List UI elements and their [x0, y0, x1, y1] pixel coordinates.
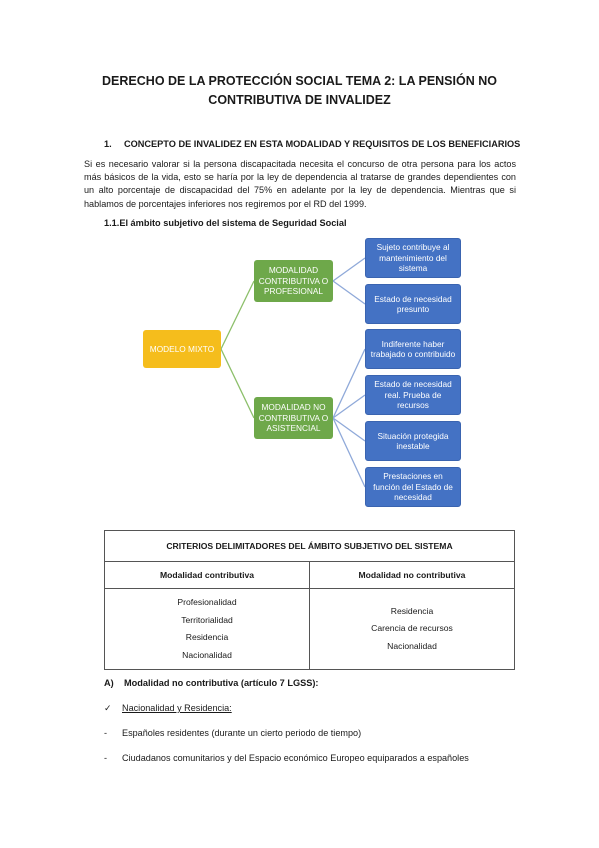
diagram-connectors: [220, 257, 366, 488]
title-line-2: CONTRIBUTIVA DE INVALIDEZ: [208, 93, 391, 107]
body-paragraph: Si es necesario valorar si la persona di…: [84, 159, 516, 209]
table-header-contributiva: Modalidad contributiva: [104, 561, 310, 589]
list-item: Territorialidad: [181, 614, 233, 625]
subsection-heading: 1.1.El ámbito subjetivo del sistema de S…: [104, 218, 347, 228]
list-item: Residencia: [390, 605, 434, 616]
node-noncontrib-child-2: Estado de necesidad real. Prueba de recu…: [365, 375, 461, 415]
section-number: 1.: [104, 139, 112, 149]
node-modalidad-contributiva: MODALIDAD CONTRIBUTIVA O PROFESIONAL: [254, 260, 333, 302]
node-modalidad-no-contributiva: MODALIDAD NO CONTRIBUTIVA O ASISTENCIAL: [254, 397, 333, 439]
connector-contrib-2: [332, 280, 366, 305]
list-item: Nacionalidad: [182, 649, 232, 660]
document-title: DERECHO DE LA PROTECCIÓN SOCIAL TEMA 2: …: [60, 72, 539, 110]
connector-noncontrib-2: [332, 394, 366, 419]
check-item-text: Nacionalidad y Residencia:: [122, 703, 232, 713]
connector-root-noncontrib: [220, 348, 255, 419]
connector-noncontrib-3: [332, 417, 366, 442]
criteria-table: CRITERIOS DELIMITADORES DEL ÁMBITO SUBJE…: [104, 530, 515, 670]
dash-icon: -: [104, 753, 108, 763]
node-modelo-mixto: MODELO MIXTO: [143, 330, 221, 368]
section-heading-text: CONCEPTO DE INVALIDEZ EN ESTA MODALIDAD …: [124, 139, 521, 149]
bullet-text: Españoles residentes (durante un cierto …: [122, 728, 362, 738]
section-heading-text: Modalidad no contributiva (artículo 7 LG…: [124, 678, 319, 688]
check-item: ✓ Nacionalidad y Residencia:: [104, 703, 232, 714]
table-cell-no-contributiva: Residencia Carencia de recursos Nacional…: [309, 588, 515, 670]
section-heading-a: A) Modalidad no contributiva (artículo 7 …: [104, 678, 318, 688]
table-title: CRITERIOS DELIMITADORES DEL ÁMBITO SUBJE…: [104, 530, 515, 562]
list-item: Residencia: [185, 632, 229, 642]
connector-noncontrib-1: [332, 348, 366, 419]
node-noncontrib-child-4: Prestaciones en función del Estado de ne…: [365, 467, 461, 507]
section-letter: A): [104, 678, 114, 688]
connector-root-contrib: [220, 280, 255, 350]
connector-contrib-1: [332, 257, 366, 282]
table-header-no-contributiva: Modalidad no contributiva: [309, 561, 515, 589]
bullet-text: Ciudadanos comunitarios y del Espacio ec…: [122, 753, 469, 763]
node-noncontrib-child-1: Indiferente haber trabajado o contribuid…: [365, 329, 461, 369]
node-contrib-child-2: Estado de necesidad presunto: [365, 284, 461, 324]
connector-noncontrib-4: [332, 417, 366, 488]
node-noncontrib-child-3: Situación protegida inestable: [365, 421, 461, 461]
list-item: Profesionalidad: [177, 597, 237, 607]
bullet-item-2: - Ciudadanos comunitarios y del Espacio e…: [104, 753, 469, 763]
list-item: Carencia de recursos: [371, 623, 453, 634]
section-heading-1: 1. CONCEPTO DE INVALIDEZ EN ESTA MODALIDA…: [104, 139, 520, 149]
table-cell-contributiva: Profesionalidad Territorialidad Residenc…: [104, 588, 310, 670]
title-line-1: DERECHO DE LA PROTECCIÓN SOCIAL TEMA 2: …: [102, 74, 497, 88]
node-contrib-child-1: Sujeto contribuye al mantenimiento del s…: [365, 238, 461, 278]
dash-icon: -: [104, 728, 108, 738]
list-item: Nacionalidad: [387, 640, 437, 651]
checkmark-icon: ✓: [104, 703, 112, 713]
bullet-item-1: - Españoles residentes (durante un cierto…: [104, 728, 361, 738]
